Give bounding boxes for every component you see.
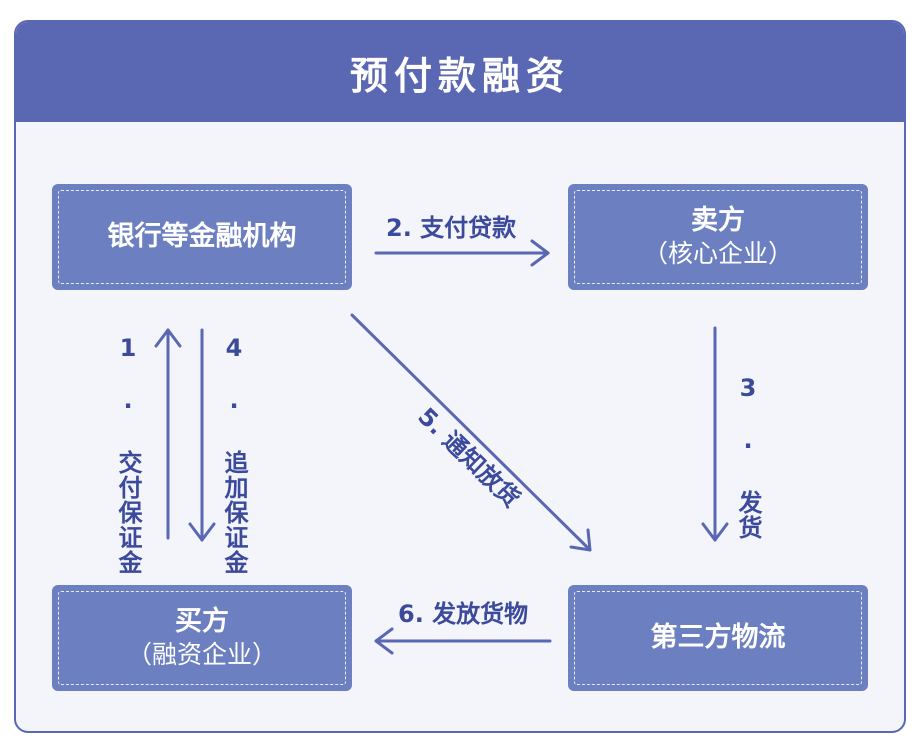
edge-label-deposit: 1 · 交付保证金 <box>114 334 142 575</box>
node-seller-subtitle: （核心企业） <box>642 239 793 268</box>
node-bank-title: 银行等金融机构 <box>107 221 297 252</box>
node-buyer-title: 买方 <box>175 606 229 637</box>
edge-label-ship-goods: 3 · 发货 <box>734 374 762 540</box>
arrow-ship-goods-head <box>701 522 729 542</box>
arrow-deposit-head <box>154 328 182 348</box>
arrow-notify-release <box>350 313 592 552</box>
arrow-add-deposit-head <box>188 522 216 542</box>
node-seller: 卖方 （核心企业） <box>568 184 868 290</box>
arrow-release-goods-head <box>374 627 394 655</box>
header-bar: 预付款融资 <box>16 22 904 122</box>
edge-label-release-goods: 6. 发放货物 <box>398 600 529 628</box>
node-buyer: 买方 （融资企业） <box>52 585 352 691</box>
edge-label-add-deposit: 4 · 追加保证金 <box>220 334 248 575</box>
arrow-notify-release-head <box>569 528 592 552</box>
arrow-pay-loan-head <box>530 239 550 267</box>
node-bank: 银行等金融机构 <box>52 184 352 290</box>
node-logistics-title: 第三方物流 <box>650 622 786 653</box>
edge-label-pay-loan: 2. 支付贷款 <box>386 214 517 242</box>
node-logistics: 第三方物流 <box>568 585 868 691</box>
diagram-title: 预付款融资 <box>349 53 570 98</box>
node-buyer-subtitle: （融资企业） <box>126 640 277 669</box>
node-seller-title: 卖方 <box>691 205 745 236</box>
